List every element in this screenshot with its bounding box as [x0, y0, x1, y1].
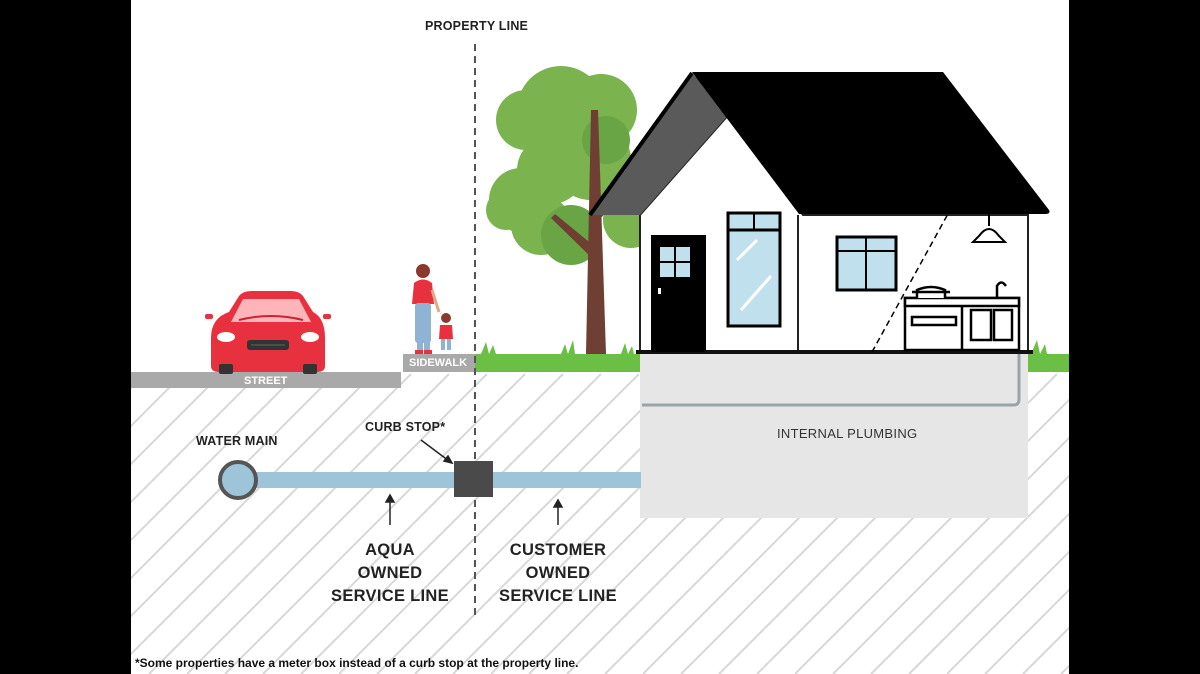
hatch-line [984, 588, 1069, 674]
sidewalk-label: SIDEWALK [409, 357, 468, 369]
footnote: *Some properties have a meter box instea… [135, 656, 579, 670]
lamp-icon [970, 214, 1008, 243]
hatch-line [262, 373, 564, 674]
tree-icon [486, 66, 659, 354]
curb-stop-valve [454, 461, 493, 497]
aqua-line-1: AQUA [365, 541, 415, 559]
hatch-line [131, 373, 184, 428]
hatch-line [338, 373, 640, 674]
hatch-line [131, 373, 336, 580]
aqua-owned-service-line-label: AQUA OWNED SERVICE LINE [329, 539, 451, 608]
hatch-line [131, 373, 222, 466]
aqua-line-2: OWNED [357, 564, 423, 582]
kitchen-icon [903, 281, 1021, 352]
curb-stop-label: CURB STOP* [365, 420, 446, 434]
water-main-pipe [218, 460, 258, 500]
arrow-curb-stop [420, 439, 454, 465]
aqua-line-3: SERVICE LINE [331, 587, 449, 605]
hatch-line [131, 373, 374, 618]
hatch-line [186, 373, 488, 674]
service-pipe [240, 472, 641, 488]
customer-line-3: SERVICE LINE [499, 587, 617, 605]
arrow-aqua-line [384, 493, 396, 525]
hatch-line [300, 373, 602, 674]
hatch-line [908, 512, 1069, 674]
property-line-label: PROPERTY LINE [425, 19, 529, 33]
water-main-label: WATER MAIN [196, 434, 278, 448]
hatch-line [131, 373, 260, 504]
basement [640, 352, 1028, 518]
sidewalk-surface [403, 354, 475, 372]
street-surface [131, 372, 401, 388]
hatch-line [870, 474, 1069, 674]
pedestrians-icon [412, 264, 453, 354]
hatch-line [376, 373, 678, 674]
scene-illustration [131, 44, 1069, 674]
internal-plumbing-label: INTERNAL PLUMBING [777, 426, 918, 441]
diagram-canvas: PROPERTY LINE STREET SIDEWALK WATER MAIN… [131, 0, 1069, 674]
grass-tufts [481, 340, 1047, 354]
hatch-line [131, 373, 412, 656]
customer-line-1: CUSTOMER [509, 541, 607, 559]
house-icon [588, 71, 1050, 354]
hatch-line [794, 398, 1069, 674]
hatch-line [148, 373, 450, 674]
hatch-line [224, 373, 526, 674]
tall-window [726, 211, 782, 328]
customer-line-2: OWNED [525, 564, 591, 582]
hatch-line [832, 436, 1069, 674]
hatch-line [946, 550, 1069, 674]
customer-owned-service-line-label: CUSTOMER OWNED SERVICE LINE [497, 539, 619, 608]
hatch-line [131, 373, 298, 542]
street-label: STREET [244, 375, 288, 387]
arrow-customer-line [552, 498, 564, 525]
car-icon [205, 291, 331, 374]
